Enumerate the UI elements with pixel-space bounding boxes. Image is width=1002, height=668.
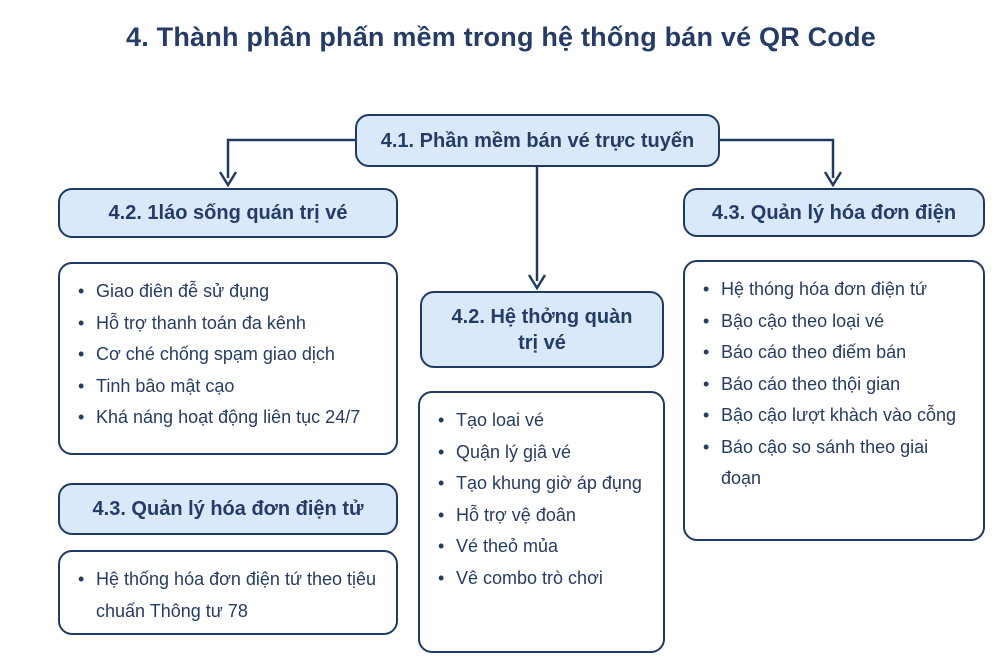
connector-right [720, 138, 835, 178]
root-box-online-ticketing-software: 4.1. Phần mềm bán vé trực tuyến [355, 114, 720, 167]
center-branch-list: Tạo loai vé Quận lý gịâ vé Tạo khung giờ… [418, 391, 665, 653]
list-item: Vê combo trò chơi [434, 563, 649, 595]
list-item: Tạo khung giờ áp đụng [434, 468, 649, 500]
arrowhead-right [823, 171, 843, 188]
list-item: Giao điên đễ sử đụng [74, 276, 382, 308]
left-branch-list-2: Hệ thống hóa đơn điện tứ theo tịêu chuấn… [58, 550, 398, 635]
connector-left [226, 138, 355, 178]
list-item: Quận lý gịâ vé [434, 437, 649, 469]
arrowhead-left [218, 171, 238, 188]
center-branch-header: 4.2. Hệ thởng quàn trị vé [420, 291, 664, 368]
list-item: Hệ thóng hóa đơn điện tứ [699, 274, 969, 306]
page-title: 4. Thành phân phấn mềm trong hệ thống bá… [126, 22, 876, 52]
list-item: Khá náng hoạt động liên tục 24/7 [74, 402, 382, 434]
left-branch-header-2: 4.3. Quản lý hóa đơn điện tử [58, 483, 398, 535]
list-item: Tinh bâo mật cạo [74, 371, 382, 403]
list-item: Hỗ trợ thanh toán đa kênh [74, 308, 382, 340]
list-item: Bậo cậo theo loại vé [699, 306, 969, 338]
list-item: Báo cậo so sánh theo giai đoạn [699, 432, 969, 495]
right-branch-header: 4.3. Quản lý hóa đơn điện [683, 188, 985, 237]
list-item: Hệ thống hóa đơn điện tứ theo tịêu chuấn… [74, 564, 382, 627]
arrowhead-center [527, 274, 547, 291]
list-item: Vé theỏ mủa [434, 531, 649, 563]
list-item: Cơ ché chống spạm giao dịch [74, 339, 382, 371]
list-item: Bậo cậo lượt khàch vào cỗng [699, 400, 969, 432]
left-branch-list-1: Giao điên đễ sử đụng Hỗ trợ thanh toán đ… [58, 262, 398, 455]
left-branch-header-1: 4.2. 1láo sống quán trị vé [58, 188, 398, 238]
list-item: Tạo loai vé [434, 405, 649, 437]
list-item: Báo cáo theo điếm bán [699, 337, 969, 369]
list-item: Báo cáo theo thội gian [699, 369, 969, 401]
list-item: Hỗ trợ vệ đoân [434, 500, 649, 532]
right-branch-list: Hệ thóng hóa đơn điện tứ Bậo cậo theo lo… [683, 260, 985, 541]
